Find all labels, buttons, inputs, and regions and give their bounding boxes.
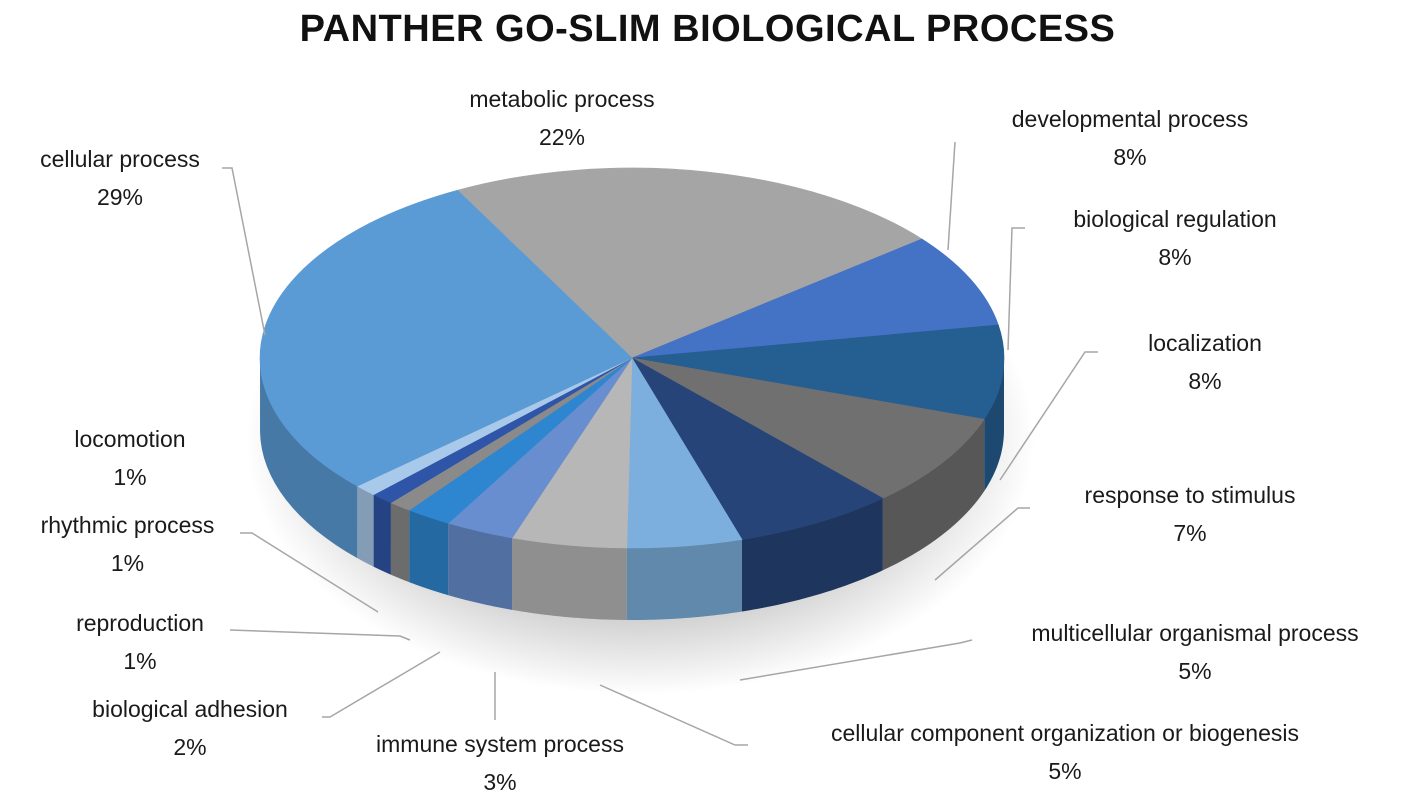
leader-line-multicellular [739,639,973,681]
leader-line-adhesion [322,651,441,718]
leader-line-localization [999,351,1098,481]
pie-side-response-to-stimulus [742,498,883,612]
data-label-cellular-component: cellular component organization or bioge… [831,720,1299,784]
leader-line-reproduction [229,629,411,641]
leader-line-developmental [947,141,956,251]
pie-side-reproduction [390,502,410,583]
leader-line-bio-regulation [1007,227,1025,351]
leader-line-response [934,507,1030,581]
pie-slice-developmental-process[interactable] [631,238,999,359]
pie-side-multicellular-organismal-process [626,539,743,620]
pie-side-cellular-process [260,360,358,559]
leader-lines [222,141,1098,746]
pie-side-biological-adhesion [409,510,449,596]
pie-slice-response-to-stimulus[interactable] [631,357,884,540]
pie-top-faces [259,167,1005,549]
pie-side-localization [882,419,985,571]
pie-side-immune-system-process [448,523,513,610]
pie-side-rhythmic-process [373,494,391,575]
pie-side-cellular-component-organization-or-biogenesis [512,537,627,620]
pie-slice-biological-regulation[interactable] [631,324,1005,420]
pie-slice-metabolic-process[interactable] [456,167,923,359]
chart-title: PANTHER GO-SLIM BIOLOGICAL PROCESS [299,8,1116,50]
pie-slice-cellular-process[interactable] [259,189,633,487]
pie-sides [260,358,1004,620]
pie-slice-localization[interactable] [631,357,985,499]
pie-side-biological-regulation [984,358,1004,492]
pie-side-locomotion [357,486,374,567]
leader-line-rhythmic [240,532,379,613]
leader-line-cellular [222,167,266,336]
leader-line-cellular-component [599,684,748,746]
